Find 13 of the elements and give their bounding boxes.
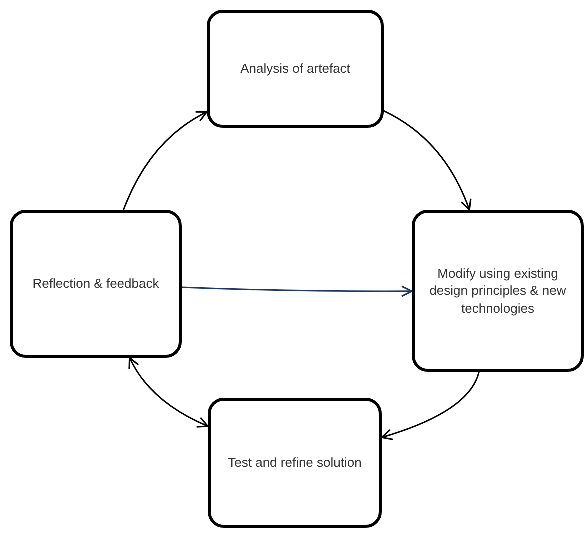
box-label: Analysis of artefact [240,60,350,78]
process-box [208,398,382,528]
process-box [10,210,182,358]
arrow [129,357,209,428]
process-box [207,10,384,128]
box-label: Modify using existing design principles & new technologies [428,264,568,318]
process-box [412,210,584,372]
arrow [123,111,208,210]
box-label: Reflection & feedback [32,275,160,293]
arrow [182,286,413,298]
arrow [381,372,480,440]
box-label: Test and refine solution [228,454,362,472]
arrow [384,110,472,211]
